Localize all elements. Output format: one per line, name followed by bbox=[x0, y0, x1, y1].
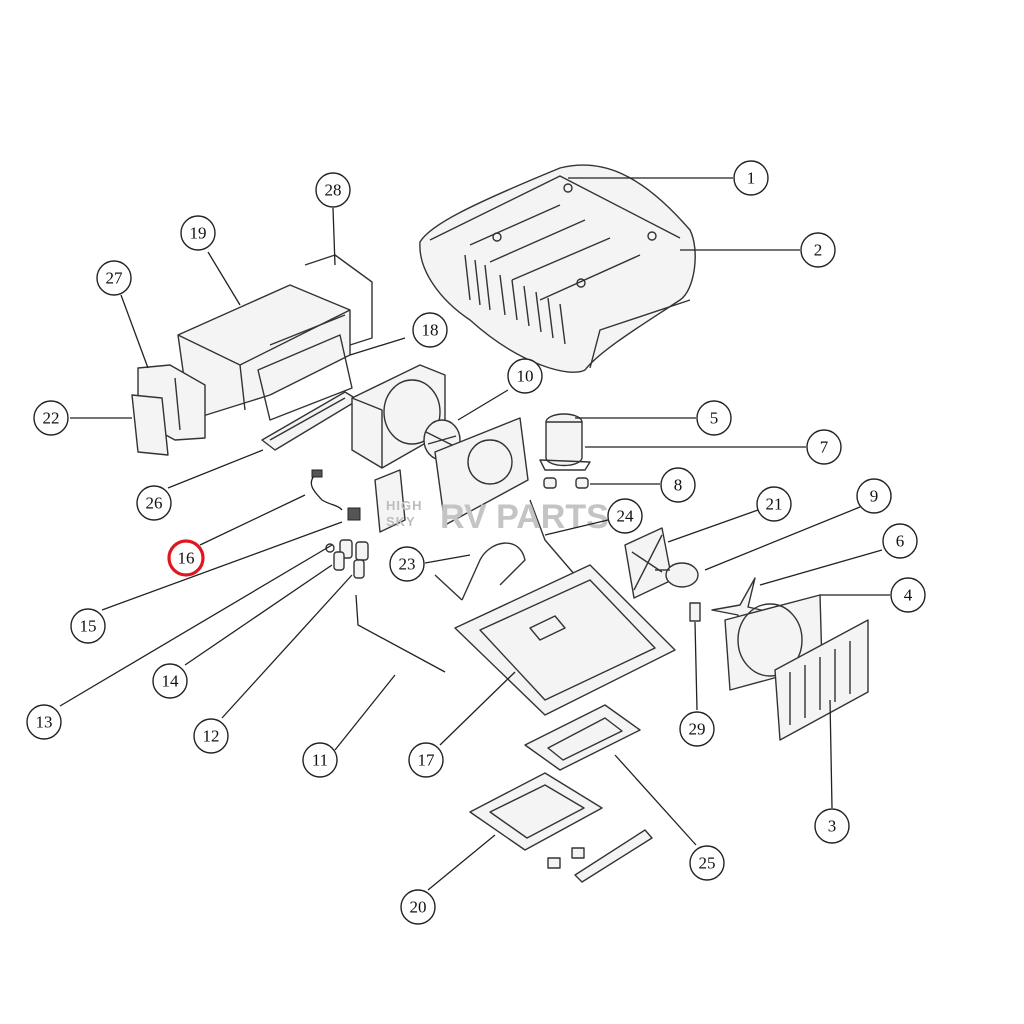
part-ceiling-frame bbox=[524, 704, 641, 771]
svg-text:12: 12 bbox=[203, 727, 220, 746]
svg-text:24: 24 bbox=[617, 507, 635, 526]
svg-text:8: 8 bbox=[674, 476, 683, 495]
part-motor-bracket bbox=[624, 527, 673, 599]
part-side-panels bbox=[131, 364, 206, 456]
svg-text:15: 15 bbox=[80, 617, 97, 636]
callout-28[interactable]: 28 bbox=[315, 172, 351, 208]
svg-text:20: 20 bbox=[410, 898, 427, 917]
watermark-line1: HIGH bbox=[386, 498, 423, 513]
svg-text:7: 7 bbox=[820, 438, 829, 457]
part-capacitors bbox=[325, 539, 369, 579]
callout-3[interactable]: 3 bbox=[814, 808, 850, 844]
callout-2[interactable]: 2 bbox=[800, 232, 836, 268]
svg-text:2: 2 bbox=[814, 241, 823, 260]
callout-11[interactable]: 11 bbox=[302, 742, 338, 778]
part-control-bracket bbox=[374, 469, 406, 533]
part-tubes bbox=[434, 499, 576, 601]
callout-4[interactable]: 4 bbox=[890, 577, 926, 613]
part-foam-strips bbox=[547, 829, 653, 883]
callout-25[interactable]: 25 bbox=[689, 845, 725, 881]
svg-text:29: 29 bbox=[689, 720, 706, 739]
callout-23[interactable]: 23 bbox=[389, 546, 425, 582]
callout-29[interactable]: 29 bbox=[679, 711, 715, 747]
svg-text:3: 3 bbox=[828, 817, 837, 836]
svg-text:27: 27 bbox=[106, 269, 124, 288]
svg-text:25: 25 bbox=[699, 854, 716, 873]
svg-text:19: 19 bbox=[190, 224, 207, 243]
svg-text:5: 5 bbox=[710, 409, 719, 428]
part-small-bracket bbox=[689, 602, 701, 622]
callout-13[interactable]: 13 bbox=[26, 704, 62, 740]
part-gasket-frame bbox=[469, 772, 603, 851]
part-compressor bbox=[539, 413, 591, 471]
callout-17[interactable]: 17 bbox=[408, 742, 444, 778]
callout-26[interactable]: 26 bbox=[136, 485, 172, 521]
part-shroud bbox=[419, 164, 696, 373]
callout-27[interactable]: 27 bbox=[96, 260, 132, 296]
callout-21[interactable]: 21 bbox=[756, 486, 792, 522]
watermark-line2: SKY bbox=[386, 514, 416, 529]
callout-6[interactable]: 6 bbox=[882, 523, 918, 559]
callout-18[interactable]: 18 bbox=[412, 312, 448, 348]
svg-text:23: 23 bbox=[399, 555, 416, 574]
part-grommets bbox=[543, 477, 589, 489]
part-blower-housing bbox=[351, 364, 446, 469]
svg-text:9: 9 bbox=[870, 487, 879, 506]
svg-text:11: 11 bbox=[312, 751, 328, 770]
svg-text:17: 17 bbox=[418, 751, 436, 770]
shroud-vents bbox=[464, 254, 566, 345]
svg-text:28: 28 bbox=[325, 181, 342, 200]
callout-7[interactable]: 7 bbox=[806, 429, 842, 465]
callout-5[interactable]: 5 bbox=[696, 400, 732, 436]
svg-text:6: 6 bbox=[896, 532, 905, 551]
callout-12[interactable]: 12 bbox=[193, 718, 229, 754]
part-motor bbox=[655, 562, 699, 588]
watermark: HIGH SKY RV PARTS bbox=[386, 498, 609, 536]
callout-15[interactable]: 15 bbox=[70, 608, 106, 644]
svg-text:21: 21 bbox=[766, 495, 783, 514]
callout-1[interactable]: 1 bbox=[733, 160, 769, 196]
callout-20[interactable]: 20 bbox=[400, 889, 436, 925]
part-rod bbox=[355, 594, 446, 673]
callout-10[interactable]: 10 bbox=[507, 358, 543, 394]
callout-8[interactable]: 8 bbox=[660, 467, 696, 503]
svg-text:16: 16 bbox=[178, 549, 195, 568]
svg-text:26: 26 bbox=[146, 494, 163, 513]
callout-9[interactable]: 9 bbox=[856, 478, 892, 514]
watermark-brand: RV PARTS bbox=[440, 498, 609, 536]
svg-text:18: 18 bbox=[422, 321, 439, 340]
svg-text:10: 10 bbox=[517, 367, 534, 386]
callout-24[interactable]: 24 bbox=[607, 498, 643, 534]
part-condenser-coil bbox=[774, 619, 869, 741]
part-blower-plate bbox=[434, 417, 529, 526]
parts-drawing: HIGH SKY RV PARTS bbox=[131, 164, 869, 883]
callout-16[interactable]: 16 bbox=[167, 539, 205, 577]
callouts: 1 2 3 4 5 6 7 8 9 10 11 12 13 14 15 16 1… bbox=[26, 160, 926, 925]
svg-text:13: 13 bbox=[36, 713, 53, 732]
svg-text:14: 14 bbox=[162, 672, 180, 691]
svg-text:1: 1 bbox=[747, 169, 756, 188]
callout-22[interactable]: 22 bbox=[33, 400, 69, 436]
part-relay bbox=[347, 507, 361, 521]
svg-text:4: 4 bbox=[904, 586, 913, 605]
part-drain-tray bbox=[261, 391, 359, 451]
part-wiring-harness bbox=[310, 469, 343, 511]
callout-19[interactable]: 19 bbox=[180, 215, 216, 251]
callout-14[interactable]: 14 bbox=[152, 663, 188, 699]
leader-lines bbox=[59, 177, 890, 891]
svg-text:22: 22 bbox=[43, 409, 60, 428]
